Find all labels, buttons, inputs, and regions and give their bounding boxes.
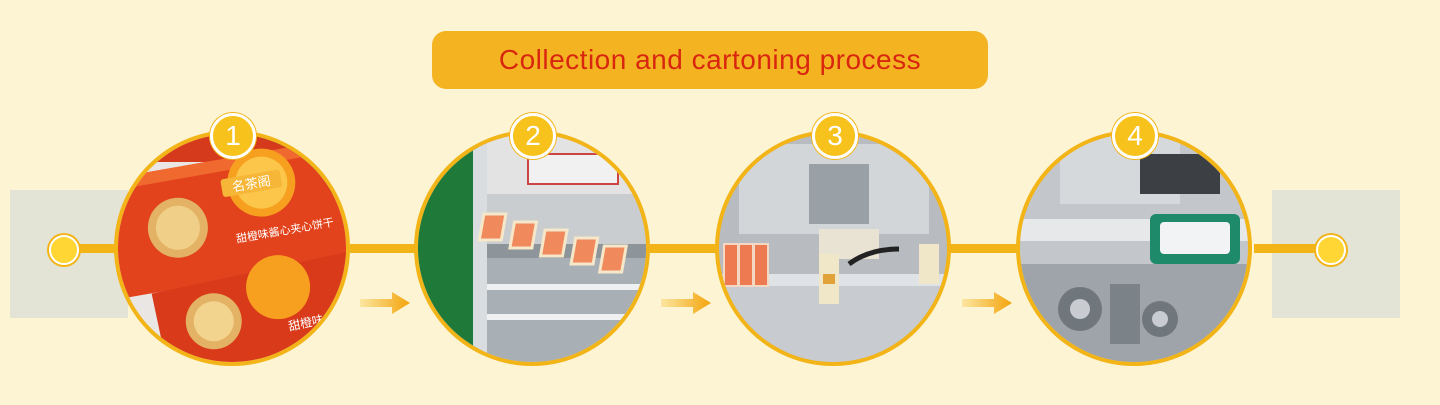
arrow-right-icon bbox=[360, 292, 410, 314]
page-title: Collection and cartoning process bbox=[498, 44, 922, 75]
step-number-badge: 1 bbox=[210, 113, 256, 159]
carton-sealing-machine-photo bbox=[1020, 134, 1248, 362]
title-banner: Collection and cartoning process bbox=[432, 31, 988, 89]
step-number-badge: 3 bbox=[812, 113, 858, 159]
conveyor-collection-photo bbox=[418, 134, 646, 362]
step-number-badge: 2 bbox=[510, 113, 556, 159]
step-4-circle bbox=[1016, 130, 1252, 366]
arrow-right-icon bbox=[962, 292, 1012, 314]
package-brand-text: 名茶阁 bbox=[231, 173, 272, 196]
timeline-end-dot bbox=[1316, 235, 1346, 265]
step-1-circle: 名茶阁 甜橙味酱心夹心饼干 甜橙味 bbox=[114, 130, 350, 366]
timeline-segment bbox=[650, 244, 720, 253]
biscuit-package-photo: 名茶阁 甜橙味酱心夹心饼干 甜橙味 bbox=[118, 134, 346, 362]
step-3-circle bbox=[715, 130, 951, 366]
cartoning-machine-photo bbox=[719, 134, 947, 362]
step-2-circle bbox=[414, 130, 650, 366]
timeline-segment bbox=[950, 244, 1020, 253]
step-number-badge: 4 bbox=[1112, 113, 1158, 159]
timeline-segment bbox=[62, 244, 130, 253]
arrow-right-icon bbox=[661, 292, 711, 314]
timeline-segment bbox=[1254, 244, 1330, 253]
timeline-segment bbox=[350, 244, 420, 253]
timeline-start-dot bbox=[49, 235, 79, 265]
